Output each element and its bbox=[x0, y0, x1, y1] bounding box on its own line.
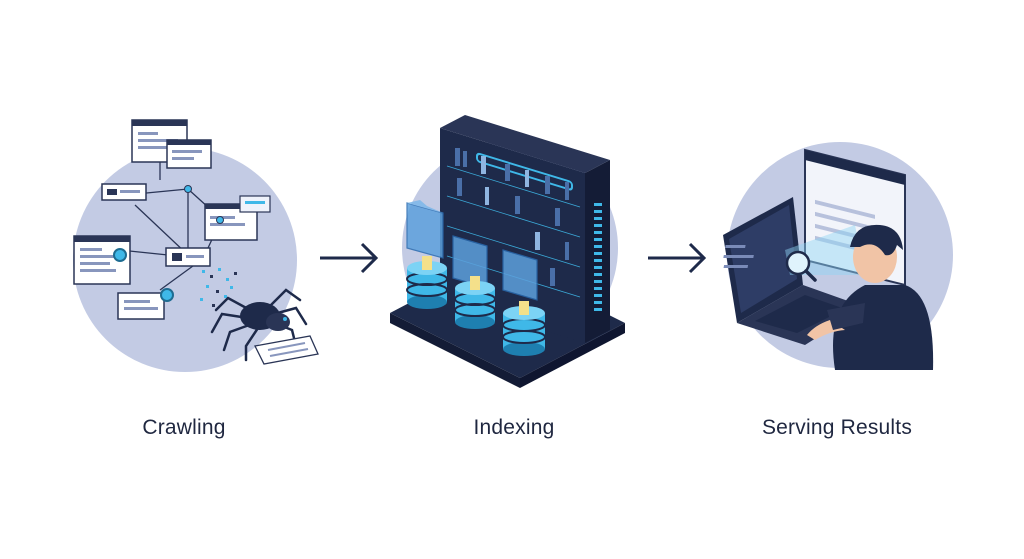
database-icon bbox=[406, 256, 448, 309]
web-page-card bbox=[204, 195, 271, 241]
indexing-illustration bbox=[390, 115, 625, 388]
magnifier-icon bbox=[785, 250, 817, 282]
web-page-card bbox=[101, 183, 147, 201]
crawl-node-dots bbox=[113, 185, 224, 302]
web-page-card bbox=[165, 247, 211, 267]
database-icon bbox=[454, 276, 496, 329]
data-particles bbox=[200, 268, 237, 307]
index-folder-icon bbox=[406, 200, 538, 301]
web-page-card bbox=[117, 292, 165, 320]
laptop-icon bbox=[723, 197, 865, 345]
step-label-crawling: Crawling bbox=[142, 416, 226, 439]
step-label-serving-results: Serving Results bbox=[761, 416, 913, 439]
step-label-indexing: Indexing bbox=[473, 416, 555, 439]
arrow-right-icon bbox=[648, 242, 707, 274]
arrow-right-icon bbox=[320, 242, 379, 274]
spider-crawler-icon bbox=[210, 288, 308, 362]
web-page-card bbox=[166, 139, 212, 169]
person-user-icon bbox=[807, 224, 934, 370]
database-icon bbox=[502, 301, 546, 356]
crawling-illustration bbox=[73, 119, 319, 372]
crawled-page-sheet bbox=[254, 335, 319, 365]
serving-results-illustration bbox=[723, 142, 953, 370]
